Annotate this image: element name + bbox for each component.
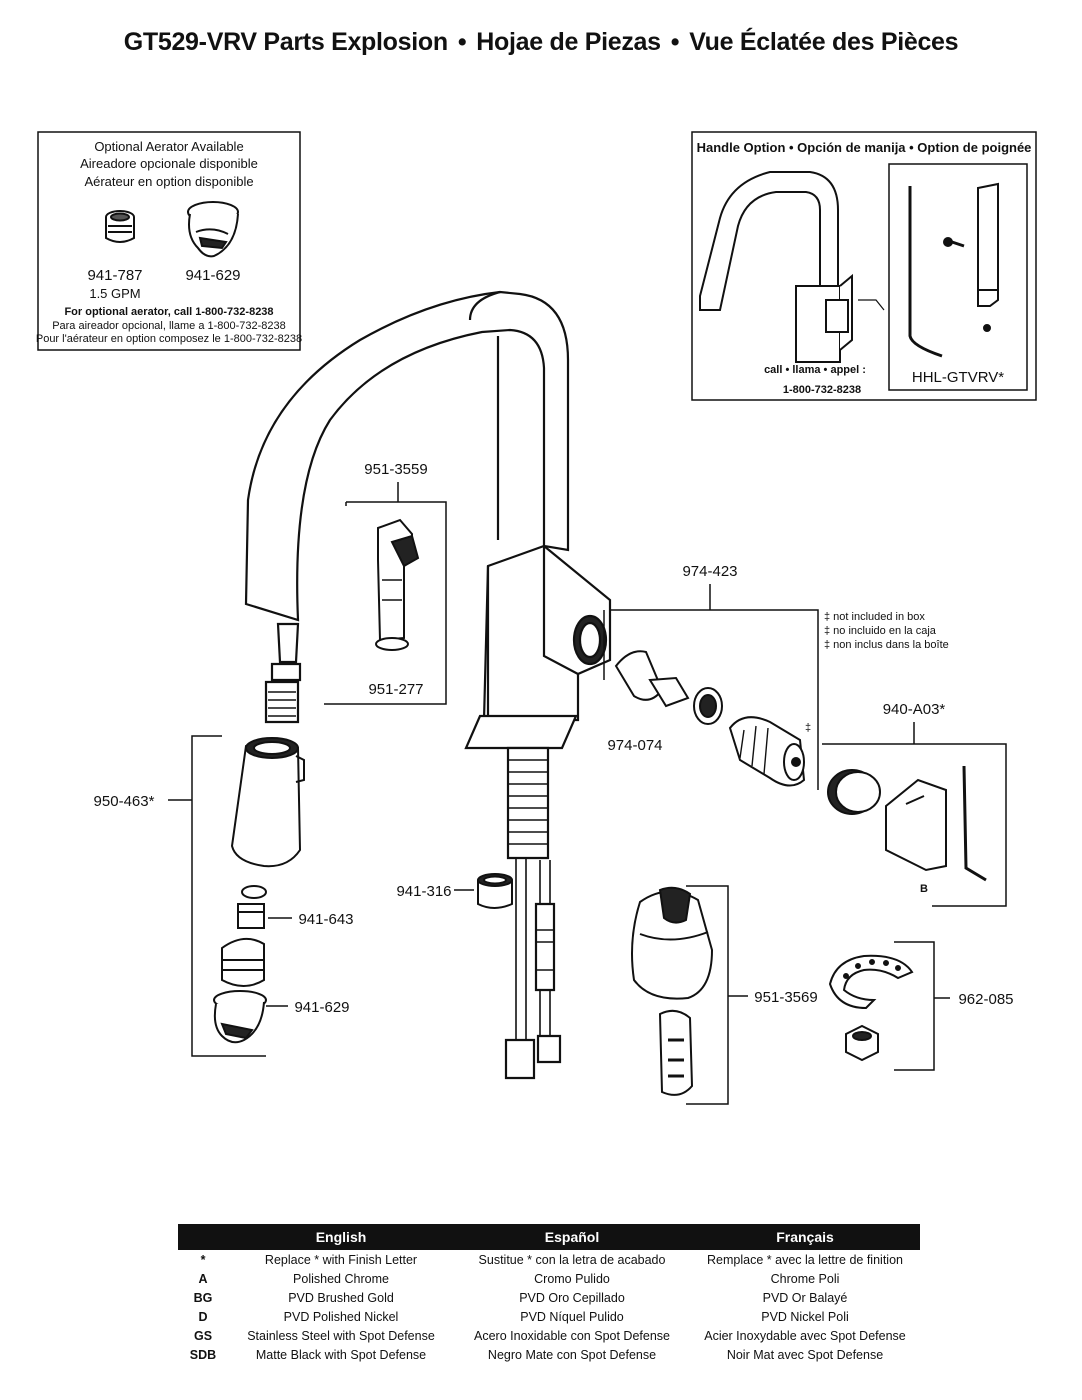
legend-code: * [200,1252,206,1267]
label-951-277: 951-277 [368,681,423,698]
legend-header-row: English Español Français [178,1224,920,1250]
label-941-643: 941-643 [298,911,353,928]
title-spanish: Hojae de Piezas [476,28,661,56]
hose-clip-group: 941-316 [396,873,513,909]
legend-code: A [198,1271,208,1286]
footnote-en: ‡ not included in box [824,611,925,623]
legend-spanish: Negro Mate con Spot Defense [487,1347,657,1362]
faucet-thumbnail [699,171,853,363]
aerator-call-es: Para aireador opcional, llame a 1-800-73… [52,320,286,332]
aerator-call-fr: Pour l'aérateur en option composez le 1-… [36,333,302,345]
legend-row: * Replace * with Finish Letter Sustitue … [178,1250,920,1269]
sprayer-group: 950-463* 941-643 941-629 [94,735,354,1057]
handle-phone: 1-800-732-8238 [783,384,861,396]
label-962-085: 962-085 [958,991,1013,1008]
sprayer-head-icon [230,737,305,868]
legend-spanish: Sustitue * con la letra de acabado [478,1252,666,1267]
page-title: GT529-VRV Parts Explosion • Hojae de Pieza… [0,28,1082,57]
handle-call-text: call • llama • appel : [764,364,866,376]
aerator-heading-es: Aireadore opcionale disponible [80,156,258,171]
hose-clip-icon [477,873,513,909]
legend-english: PVD Brushed Gold [288,1290,394,1305]
label-951-3569: 951-3569 [754,989,817,1006]
legend-french: Noir Mat avec Spot Defense [726,1347,884,1362]
aerator-part-a: 941-787 [87,267,142,284]
legend-english: Stainless Steel with Spot Defense [247,1328,435,1343]
legend-row: D PVD Polished Nickel PVD Níquel Pulido … [178,1307,920,1326]
finish-legend: English Español Français * Replace * wit… [178,1224,920,1364]
legend-english: Matte Black with Spot Defense [255,1347,427,1362]
label-974-074: 974-074 [607,737,662,754]
faucet-body [464,544,612,1080]
legend-spanish: Cromo Pulido [534,1271,610,1286]
legend-row: BG PVD Brushed Gold PVD Oro Cepillado PV… [178,1288,920,1307]
bracket-nut-icon [828,954,914,1062]
label-974-423: 974-423 [682,563,737,580]
hose-weight-icon [375,518,420,651]
faucet-spout [244,290,570,724]
hose-weight-group: 951-3559 951-277 [324,461,447,705]
handle-letter: B [920,883,928,895]
legend-code: D [198,1309,208,1324]
handle-option-heading: Handle Option • Opción de manija • Optio… [697,140,1032,155]
aerator-icon [105,210,135,243]
handle-kit-number: HHL-GTVRV* [912,369,1004,386]
aerator-heading-fr: Aérateur en option disponible [84,174,253,189]
legend-code: GS [193,1328,213,1343]
title-english: GT529-VRV Parts Explosion [123,28,448,56]
aerator-part-a-note: 1.5 GPM [89,286,140,301]
legend-english: Replace * with Finish Letter [264,1252,418,1267]
legend-english: Polished Chrome [293,1271,389,1286]
mounting-group: 951-3569 962-085 [631,885,1014,1105]
cartridge-group: 974-423 974-074 ‡ ‡ not included in box … [603,563,949,790]
legend-french: Remplace * avec la lettre de finition [707,1252,903,1267]
legend-header-code [178,1224,228,1250]
legend-code: SDB [189,1347,217,1362]
aerator-heading: Optional Aerator Available [94,139,243,154]
title-separator: • [457,28,467,56]
handle-kit-icon [908,182,999,358]
title-french: Vue Éclatée des Pièces [689,28,959,56]
legend-french: PVD Nickel Poli [761,1309,849,1324]
label-940-a03: 940-A03* [883,701,946,718]
label-941-629: 941-629 [294,999,349,1016]
mounting-block-icon [631,886,714,1096]
legend-spanish: PVD Oro Cepillado [519,1290,625,1305]
footnote-es: ‡ no incluido en la caja [824,625,937,637]
aerator-call-en: For optional aerator, call 1-800-732-823… [64,306,273,318]
label-951-3559: 951-3559 [364,461,427,478]
title-separator: • [670,28,680,56]
legend-header-english: English [228,1224,454,1250]
aerator-box: Optional Aerator Available Aireadore opc… [36,131,302,351]
callout-line [858,299,885,311]
legend-spanish: Acero Inoxidable con Spot Defense [474,1328,670,1343]
legend-spanish: PVD Níquel Pulido [520,1309,624,1324]
legend-french: Chrome Poli [770,1271,840,1286]
legend-row: A Polished Chrome Cromo Pulido Chrome Po… [178,1269,920,1288]
sprayer-parts-icon [213,885,267,1044]
legend-french: Acier Inoxydable avec Spot Defense [704,1328,906,1343]
label-950-463: 950-463* [94,793,155,810]
handle-option-box: Handle Option • Opción de manija • Optio… [691,131,1037,401]
legend-row: SDB Matte Black with Spot Defense Negro … [178,1345,920,1364]
legend-french: PVD Or Balayé [762,1290,848,1305]
not-included-mark: ‡ [805,722,811,734]
legend-header-spanish: Español [454,1224,690,1250]
footnote-fr: ‡ non inclus dans la boîte [824,639,949,651]
aerator-key-icon [187,201,239,258]
cartridge-icon [614,650,806,787]
handle-group: 940-A03* B [822,701,1007,907]
label-941-316: 941-316 [396,883,451,900]
aerator-part-b: 941-629 [185,267,240,284]
legend-row: GS Stainless Steel with Spot Defense Ace… [178,1326,920,1345]
handle-icon [827,765,987,882]
legend-header-french: Français [690,1224,920,1250]
legend-code: BG [193,1290,213,1305]
legend-english: PVD Polished Nickel [283,1309,399,1324]
